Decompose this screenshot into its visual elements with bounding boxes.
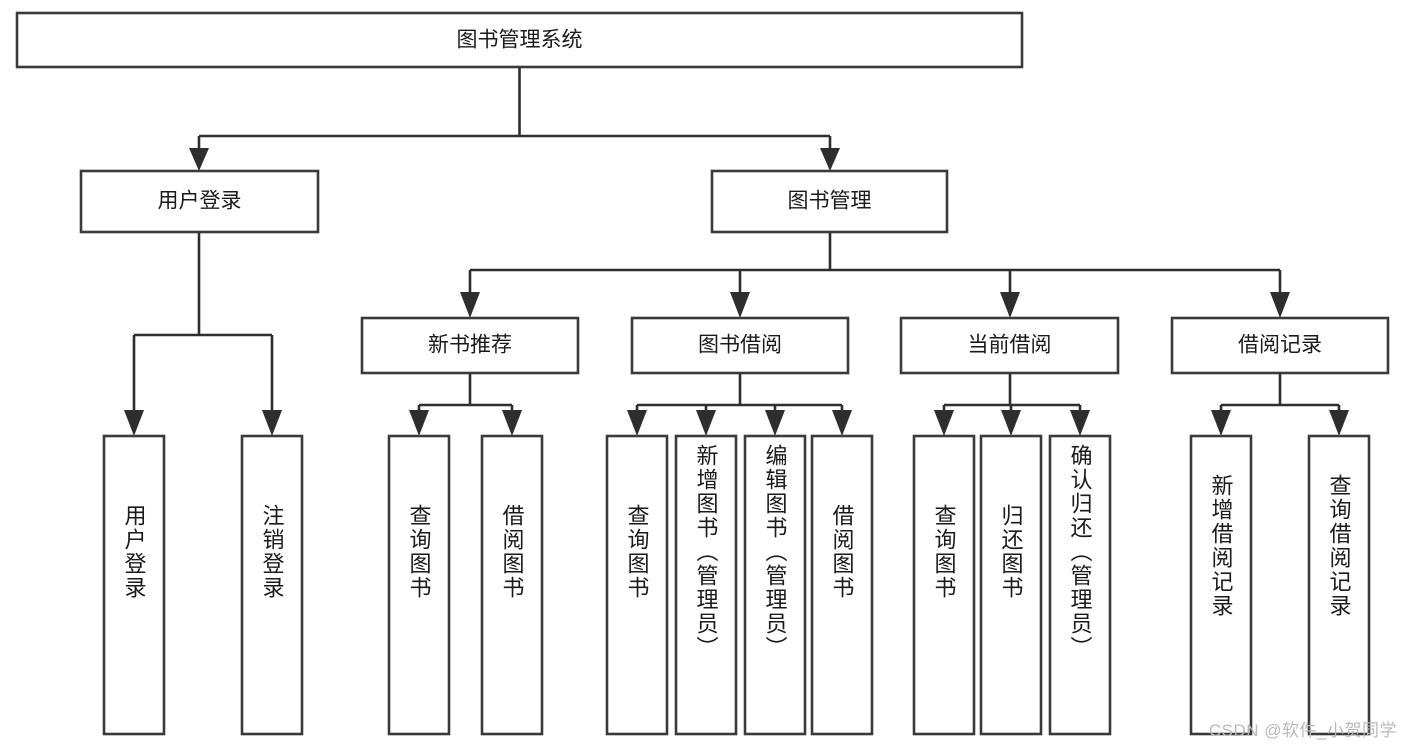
connector-group-user-login-to-leaves: [124, 232, 282, 436]
node-current-borrow-box[interactable]: [899, 316, 1120, 375]
node-book-borrow-label: 图书借阅: [698, 334, 782, 357]
leaf-group-user-login: [102, 434, 304, 736]
leaf-group-book-borrow: [605, 434, 874, 736]
node-book-manage[interactable]: 图书管理: [710, 169, 949, 234]
leaf-box-current-1[interactable]: [912, 434, 976, 736]
node-root[interactable]: 图书管理系统: [15, 11, 1024, 69]
arrow-icon-to-book-manage: [820, 148, 840, 171]
leaf-box-current-3[interactable]: [1048, 434, 1112, 736]
node-new-book-recommend-label: 新书推荐: [428, 334, 512, 357]
connector-group-new-book-to-leaves: [409, 373, 522, 436]
leaf-box-borrow-4[interactable]: [810, 434, 874, 736]
leaf-group-current-borrow: [912, 434, 1112, 736]
leaf-box-user-login-1[interactable]: [102, 434, 166, 736]
node-book-manage-label: 图书管理: [788, 190, 872, 213]
arrow-icon-borrow-leaf-2: [696, 410, 716, 436]
watermark-text: CSDN @软件_小贺同学: [1208, 721, 1397, 740]
arrow-icon-current-leaf-3: [1070, 410, 1090, 436]
node-root-label: 图书管理系统: [457, 29, 583, 52]
arrow-icon-current-leaf-2: [1001, 410, 1021, 436]
node-new-book-recommend-box[interactable]: [360, 316, 580, 375]
node-user-login-label: 用户登录: [158, 190, 242, 213]
node-book-borrow[interactable]: 图书借阅: [630, 316, 850, 375]
leaf-box-record-1[interactable]: [1189, 434, 1253, 736]
arrow-icon-borrow-leaf-4: [832, 410, 852, 436]
node-new-book-recommend[interactable]: 新书推荐: [360, 316, 580, 375]
arrow-icon-to-borrow-record: [1270, 292, 1290, 318]
connector-group-book-borrow-to-leaves: [627, 373, 852, 436]
leaf-box-newbook-2[interactable]: [480, 434, 544, 736]
arrow-icon-record-leaf-2: [1329, 410, 1349, 436]
arrow-icon-user-leaf-2: [262, 410, 282, 436]
connector-group-book-manage-to-level3: [460, 232, 1290, 318]
leaf-box-borrow-1[interactable]: [605, 434, 669, 736]
arrow-icon-borrow-leaf-1: [627, 410, 647, 436]
arrow-icon-newbook-leaf-2: [502, 410, 522, 436]
node-book-borrow-box[interactable]: [630, 316, 850, 375]
connector-group-borrow-record-to-leaves: [1211, 373, 1349, 436]
leaf-box-user-login-2[interactable]: [240, 434, 304, 736]
arrow-icon-current-leaf-1: [934, 410, 954, 436]
arrow-icon-to-current-borrow: [1000, 292, 1020, 318]
arrow-icon-to-new-book: [460, 292, 480, 318]
node-book-manage-box[interactable]: [710, 169, 949, 234]
node-user-login-box[interactable]: [79, 169, 320, 234]
leaf-group-borrow-record: [1189, 434, 1371, 736]
arrow-icon-newbook-leaf-1: [409, 410, 429, 436]
arrow-icon-to-book-borrow: [730, 292, 750, 318]
node-current-borrow[interactable]: 当前借阅: [899, 316, 1120, 375]
leaf-box-borrow-3[interactable]: [743, 434, 807, 736]
arrow-icon-borrow-leaf-3: [765, 410, 785, 436]
connector-group-current-borrow-to-leaves: [934, 373, 1090, 436]
leaf-box-record-2[interactable]: [1307, 434, 1371, 736]
arrow-icon-to-user-login: [189, 148, 209, 171]
node-borrow-record-label: 借阅记录: [1238, 334, 1322, 357]
arrow-icon-record-leaf-1: [1211, 410, 1231, 436]
node-root-box[interactable]: [15, 11, 1024, 69]
leaf-box-newbook-1[interactable]: [387, 434, 451, 736]
leaf-box-borrow-2[interactable]: [674, 434, 738, 736]
leaf-group-new-book-recommend: [387, 434, 544, 736]
node-user-login[interactable]: 用户登录: [79, 169, 320, 234]
leaf-box-current-2[interactable]: [979, 434, 1043, 736]
arrow-icon-user-leaf-1: [124, 410, 144, 436]
node-current-borrow-label: 当前借阅: [968, 334, 1052, 357]
node-borrow-record[interactable]: 借阅记录: [1170, 316, 1390, 375]
node-borrow-record-box[interactable]: [1170, 316, 1390, 375]
connector-group-root-to-level2: [189, 67, 840, 171]
